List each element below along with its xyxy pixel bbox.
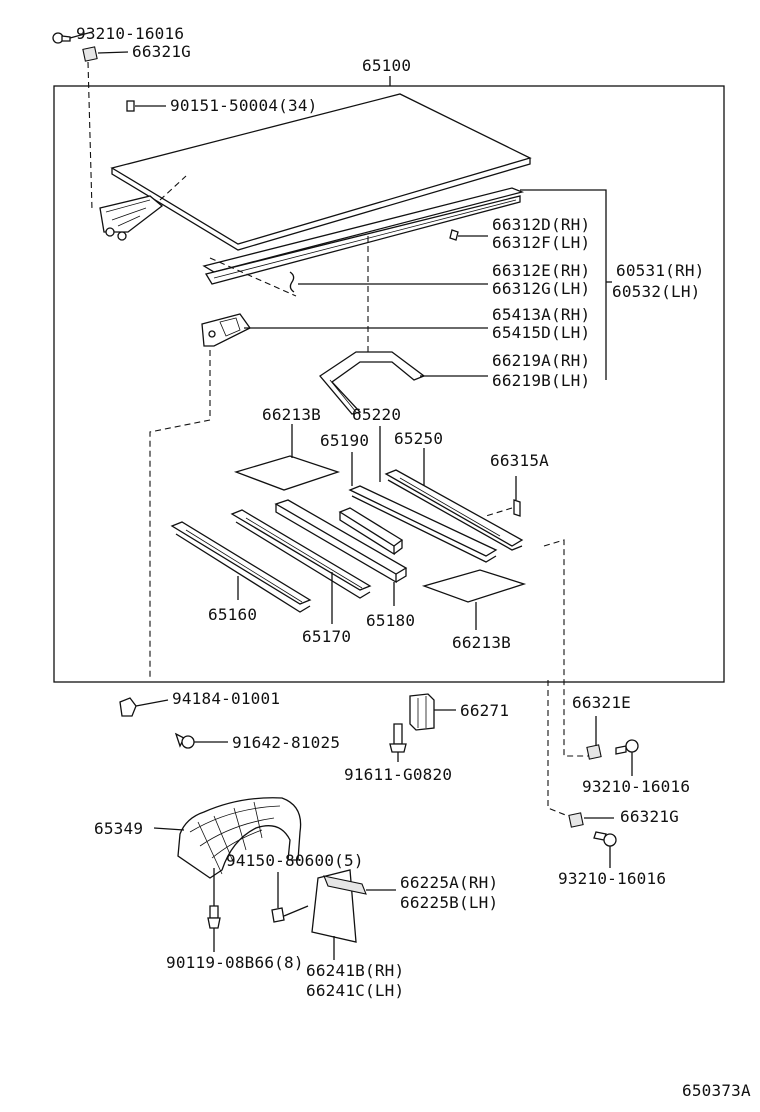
part-label: 93210-16016 bbox=[582, 777, 690, 796]
bracket-66271 bbox=[409, 693, 435, 731]
corner-bracket bbox=[201, 313, 251, 347]
deck-board bbox=[110, 93, 532, 251]
nut-icon bbox=[82, 46, 98, 62]
part-label: 66312F(LH) bbox=[492, 233, 590, 252]
rail-65250 bbox=[384, 469, 524, 551]
part-label: 65220 bbox=[352, 405, 401, 424]
leader-line bbox=[69, 31, 93, 39]
leader-line bbox=[153, 827, 185, 831]
part-label: 65170 bbox=[302, 627, 351, 646]
part-label: 94184-01001 bbox=[172, 689, 280, 708]
pad-plate bbox=[421, 569, 527, 603]
hinge-bracket bbox=[99, 195, 164, 241]
part-label: 65180 bbox=[366, 611, 415, 630]
clip-icon bbox=[513, 499, 521, 517]
part-label: 66225B(LH) bbox=[400, 893, 498, 912]
part-label: 66312E(RH) bbox=[492, 261, 590, 280]
clip-icon bbox=[126, 100, 135, 112]
part-label: 93210-16016 bbox=[558, 869, 666, 888]
part-label: 65413A(RH) bbox=[492, 305, 590, 324]
rail-65190 bbox=[338, 507, 404, 556]
pad-plate bbox=[233, 455, 341, 491]
part-label: 66312D(RH) bbox=[492, 215, 590, 234]
part-label: 66213B bbox=[452, 633, 511, 652]
nut-icon bbox=[271, 907, 285, 923]
part-label: 91642-81025 bbox=[232, 733, 340, 752]
bolt-icon bbox=[52, 32, 71, 44]
dash-line bbox=[543, 539, 590, 757]
part-label: 66321E bbox=[572, 693, 631, 712]
part-label: 66213B bbox=[262, 405, 321, 424]
rail-65160 bbox=[170, 521, 312, 613]
bolt-icon bbox=[593, 831, 617, 847]
assembly-frame bbox=[53, 85, 725, 683]
part-label: 65349 bbox=[94, 819, 143, 838]
part-label: 66219B(LH) bbox=[492, 371, 590, 390]
rail-65180 bbox=[274, 499, 408, 584]
part-label: 66241B(RH) bbox=[306, 961, 404, 980]
part-label: 90119-08B66(8) bbox=[166, 953, 304, 972]
pin-icon bbox=[449, 229, 459, 241]
dash-line bbox=[149, 350, 211, 680]
mudguard bbox=[177, 797, 302, 879]
dash-line bbox=[547, 680, 569, 817]
part-label: 94150-80600(5) bbox=[226, 851, 364, 870]
leader-line bbox=[97, 51, 129, 54]
part-label: 91611-G0820 bbox=[344, 765, 452, 784]
part-label: 66271 bbox=[460, 701, 509, 720]
part-label: 66321G bbox=[132, 42, 191, 61]
bolt-icon bbox=[207, 905, 221, 929]
leader-line bbox=[520, 189, 607, 380]
part-label: 60532(LH) bbox=[612, 282, 701, 301]
mud-flap bbox=[311, 869, 367, 943]
part-label: 66321G bbox=[620, 807, 679, 826]
part-label: 66225A(RH) bbox=[400, 873, 498, 892]
rail-65170 bbox=[230, 509, 372, 599]
part-label: 66219A(RH) bbox=[492, 351, 590, 370]
diagram-code: 650373A bbox=[682, 1081, 751, 1100]
rail-65220 bbox=[348, 485, 498, 563]
nut-icon bbox=[586, 744, 602, 760]
part-label: 65100 bbox=[362, 56, 411, 75]
dash-line bbox=[485, 507, 513, 517]
dash-line bbox=[209, 257, 297, 297]
part-label: 93210-16016 bbox=[76, 24, 184, 43]
bolt-icon bbox=[615, 739, 639, 755]
dash-line bbox=[87, 61, 93, 211]
part-label: 90151-50004(34) bbox=[170, 96, 318, 115]
bolt-icon bbox=[174, 732, 195, 749]
cap-nut-icon bbox=[119, 697, 137, 717]
part-label: 66241C(LH) bbox=[306, 981, 404, 1000]
spring-pin-icon bbox=[289, 271, 295, 293]
screw-icon bbox=[389, 723, 407, 753]
nut-icon bbox=[568, 812, 584, 828]
part-label: 60531(RH) bbox=[616, 261, 705, 280]
part-label: 65250 bbox=[394, 429, 443, 448]
part-label: 65190 bbox=[320, 431, 369, 450]
part-label: 66315A bbox=[490, 451, 549, 470]
part-label: 66312G(LH) bbox=[492, 279, 590, 298]
leader-line bbox=[283, 905, 309, 917]
part-label: 65415D(LH) bbox=[492, 323, 590, 342]
part-label: 65160 bbox=[208, 605, 257, 624]
hatch-frame bbox=[319, 351, 426, 415]
side-rail bbox=[202, 187, 525, 285]
dash-line bbox=[159, 175, 187, 201]
leader-line bbox=[135, 699, 169, 707]
